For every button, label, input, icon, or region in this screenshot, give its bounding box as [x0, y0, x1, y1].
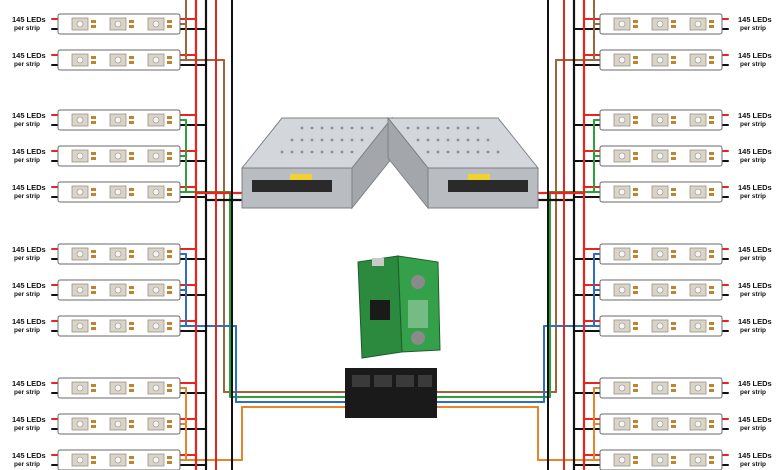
strip-sub-label: per strip [14, 157, 40, 164]
strip-sub-label: per strip [740, 193, 766, 200]
strip-sub-label: per strip [740, 461, 766, 468]
power-supply-left [240, 116, 394, 210]
strip-sub-label: per strip [14, 461, 40, 468]
strip-sub-label: per strip [14, 389, 40, 396]
strip-sub-label: per strip [14, 61, 40, 68]
psu-warning-sticker [290, 174, 312, 180]
connector-block [345, 368, 437, 418]
led-strip [599, 377, 723, 399]
led-strip [57, 377, 181, 399]
led-strip [57, 13, 181, 35]
led-strip [599, 49, 723, 71]
strip-sub-label: per strip [14, 425, 40, 432]
strip-sub-label: per strip [14, 291, 40, 298]
led-strip [57, 449, 181, 470]
led-strip [57, 109, 181, 131]
led-strip [57, 145, 181, 167]
strip-sub-label: per strip [740, 389, 766, 396]
led-strip [599, 413, 723, 435]
strip-sub-label: per strip [14, 25, 40, 32]
strip-sub-label: per strip [14, 193, 40, 200]
strip-sub-label: per strip [740, 291, 766, 298]
led-strip [57, 279, 181, 301]
led-strip [57, 49, 181, 71]
led-strip [599, 449, 723, 470]
led-strip [599, 243, 723, 265]
led-strip [599, 279, 723, 301]
strip-sub-label: per strip [740, 425, 766, 432]
led-strip [599, 145, 723, 167]
led-strip [57, 243, 181, 265]
strip-sub-label: per strip [14, 327, 40, 334]
led-strip [599, 181, 723, 203]
strip-sub-label: per strip [740, 61, 766, 68]
strip-sub-label: per strip [14, 255, 40, 262]
led-strip [599, 315, 723, 337]
strip-sub-label: per strip [740, 157, 766, 164]
microcontroller-board [357, 255, 441, 359]
power-supply-right [386, 116, 540, 210]
led-strip [57, 181, 181, 203]
usb-port-icon [372, 258, 384, 266]
strip-sub-label: per strip [14, 121, 40, 128]
led-strip [599, 13, 723, 35]
led-strip [599, 109, 723, 131]
chip-icon [370, 300, 390, 320]
strip-sub-label: per strip [740, 255, 766, 262]
led-strip [57, 315, 181, 337]
strip-sub-label: per strip [740, 327, 766, 334]
strip-sub-label: per strip [740, 121, 766, 128]
led-strip [57, 413, 181, 435]
strip-sub-label: per strip [740, 25, 766, 32]
